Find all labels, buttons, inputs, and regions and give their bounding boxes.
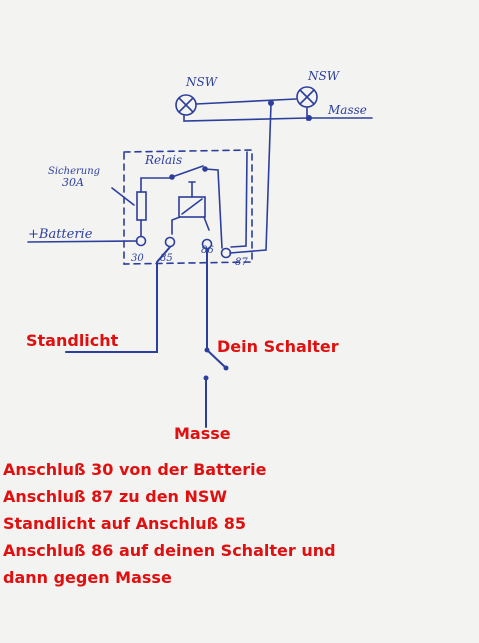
- note-line: Anschluß 86 auf deinen Schalter und: [3, 541, 336, 560]
- sicherung-rating: 30A: [62, 176, 84, 189]
- instruction-notes: Anschluß 30 von der Batterie Anschluß 87…: [3, 456, 336, 591]
- schalter-label: Dein Schalter: [217, 337, 339, 356]
- note-line: Anschluß 30 von der Batterie: [3, 460, 267, 479]
- junction-dot: [203, 375, 209, 381]
- coil-lead-left: [171, 216, 181, 235]
- masse-label: Masse: [174, 424, 231, 443]
- note-line: Standlicht auf Anschluß 85: [3, 514, 246, 533]
- coil-lead-right: [203, 216, 210, 231]
- fuse: [136, 191, 147, 221]
- wire-87-to-lamps: [229, 103, 272, 254]
- switch-output: [204, 168, 223, 249]
- junction-dot: [306, 115, 312, 121]
- wire-87-inner: [230, 151, 248, 248]
- note-line: Anschluß 87 zu den NSW: [3, 487, 228, 506]
- junction-dot: [268, 100, 274, 106]
- fuse-lead-top: [140, 177, 171, 193]
- nsw-lamp-left: [175, 94, 197, 116]
- note-line: dann gegen Masse: [3, 568, 172, 587]
- terminal-85: [164, 236, 176, 248]
- switch-arm: [171, 165, 204, 178]
- nsw-label-left: NSW: [185, 75, 219, 89]
- pin-86-label: 86: [201, 245, 214, 256]
- lamp-supply-wire: [195, 98, 297, 105]
- junction-dot: [204, 347, 210, 353]
- junction-dot: [223, 365, 229, 371]
- relais-label: Relais: [144, 153, 182, 167]
- nsw-lamp-right: [296, 86, 318, 108]
- lamp-ground-wire: [183, 115, 373, 122]
- masse-label-top: Masse: [327, 103, 367, 117]
- sicherung-pointer: [111, 187, 135, 206]
- battery-wire: [27, 240, 138, 243]
- sicherung-label: Sicherung: [48, 166, 100, 177]
- coil-actuator: [188, 181, 196, 198]
- nsw-label-right: NSW: [307, 69, 341, 83]
- standlicht-label: Standlicht: [26, 331, 119, 350]
- terminal-87: [220, 247, 232, 259]
- coil-diagonal: [181, 198, 203, 215]
- pin-30-label: 30: [131, 253, 144, 264]
- schalter-arm: [206, 349, 226, 368]
- terminal-30: [135, 235, 147, 247]
- pin-85-label: 85: [160, 253, 173, 264]
- pin-87-label: 87: [235, 257, 248, 268]
- batterie-label: +Batterie: [28, 227, 93, 242]
- standlicht-wire: [65, 246, 171, 353]
